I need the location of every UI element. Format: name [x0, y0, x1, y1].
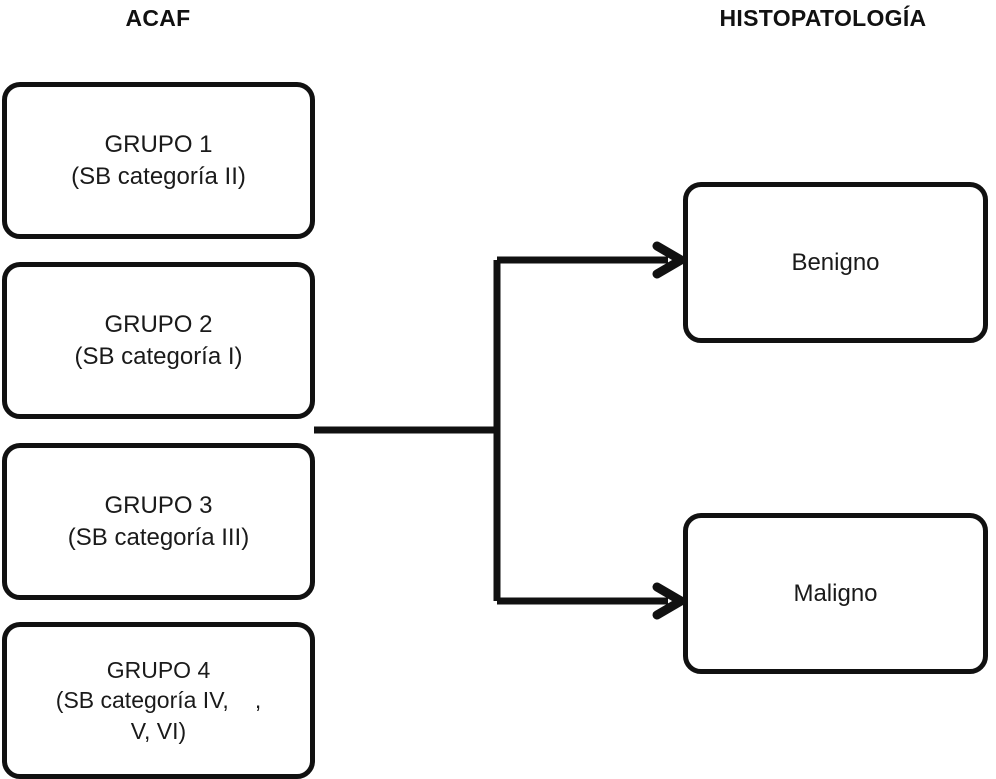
arrowhead-benigno-icon: [652, 241, 686, 279]
node-grupo-4-line-2: (SB categoría IV,: [55, 687, 229, 714]
column-header-histopatologia: HISTOPATOLOGÍA: [719, 5, 927, 31]
node-grupo-4: GRUPO 4 (SB categoría IV,, V, VI): [2, 622, 315, 779]
node-grupo-1-label: GRUPO 1 (SB categoría II): [71, 130, 246, 190]
node-grupo-2-label: GRUPO 2 (SB categoría I): [74, 310, 243, 370]
column-header-acaf: ACAF: [125, 5, 191, 31]
arrowhead-maligno-icon: [652, 582, 686, 620]
node-maligno-label: Maligno: [793, 579, 878, 607]
node-maligno: Maligno: [683, 513, 988, 674]
node-benigno: Benigno: [683, 182, 988, 343]
node-grupo-3: GRUPO 3 (SB categoría III): [2, 443, 315, 600]
node-grupo-4-label: GRUPO 4 (SB categoría IV,, V, VI): [46, 655, 271, 747]
node-grupo-4-line-3: V, VI): [130, 717, 187, 744]
node-benigno-label: Benigno: [791, 248, 880, 276]
node-grupo-4-line-1: GRUPO 4: [106, 656, 211, 683]
node-grupo-4-line-2-tail: ,: [254, 687, 262, 714]
node-grupo-3-label: GRUPO 3 (SB categoría III): [67, 491, 250, 551]
node-grupo-1: GRUPO 1 (SB categoría II): [2, 82, 315, 239]
node-grupo-2: GRUPO 2 (SB categoría I): [2, 262, 315, 419]
